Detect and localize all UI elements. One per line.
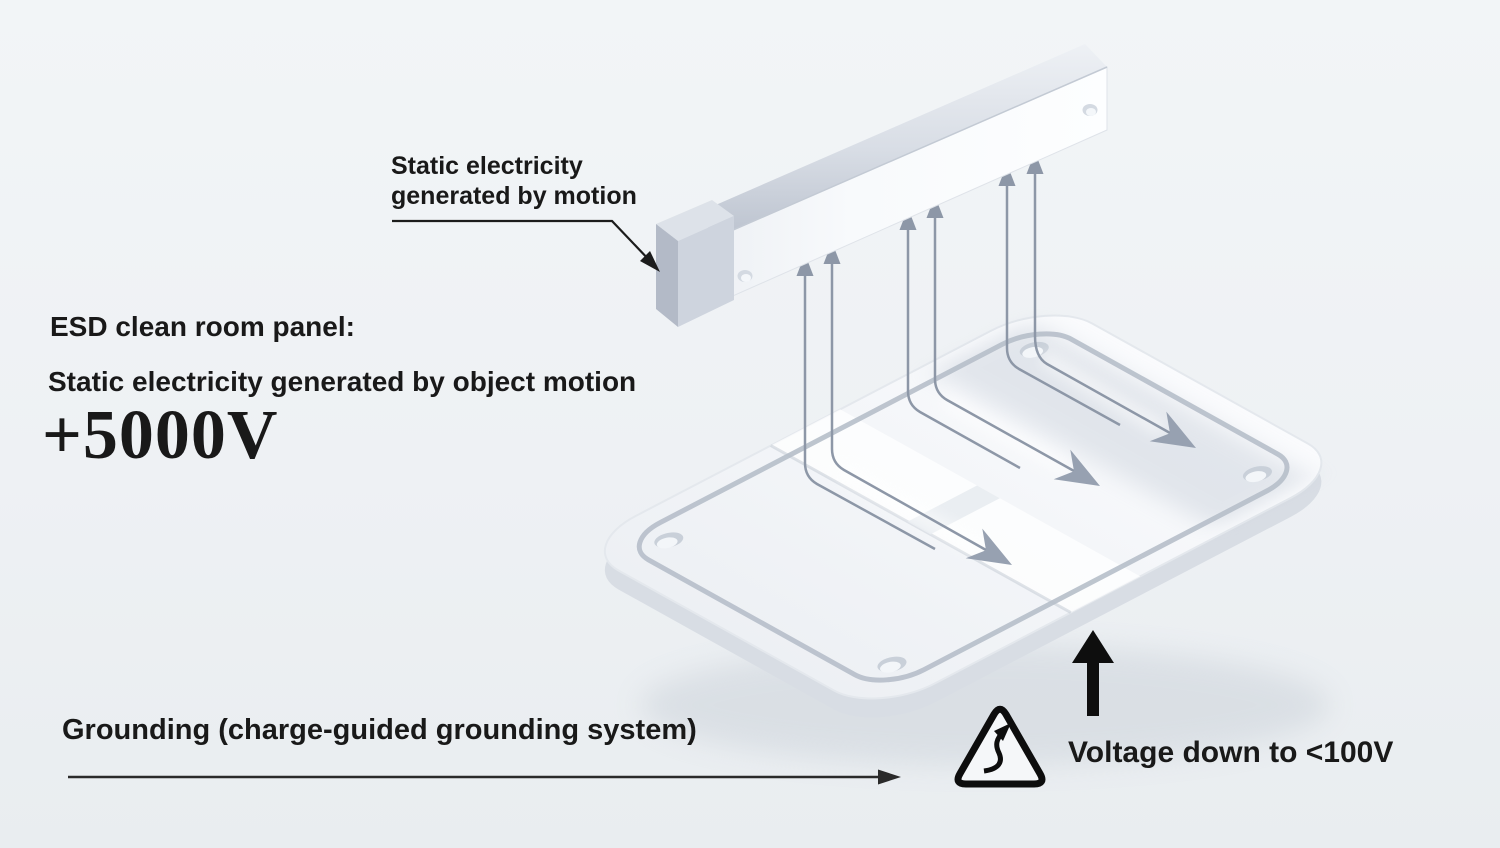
top-label-line1: Static electricity: [391, 152, 583, 180]
thick-up-arrow-icon: [1072, 630, 1114, 716]
esd-warning-triangle-icon: [954, 705, 1046, 788]
flow-line: [830, 264, 987, 552]
flow-line: [1005, 186, 1121, 427]
bar-top-face: [695, 44, 1107, 237]
grounding-label: Grounding (charge-guided grounding syste…: [62, 714, 697, 746]
esd-panel-subheading: Static electricity generated by object m…: [48, 366, 637, 397]
bar-dimples: [737, 104, 1098, 282]
moving-object-bar: [656, 44, 1108, 327]
top-label-leader: [392, 219, 660, 272]
voltage-value: +5000V: [42, 397, 279, 474]
grounding-arrowhead-icon: [878, 769, 901, 785]
bar-end-cap: [656, 200, 734, 327]
up-arrowheads: [796, 152, 1044, 276]
flow-line: [1033, 174, 1171, 435]
flow-line: [933, 218, 1075, 473]
voltage-down-label: Voltage down to <100V: [1068, 736, 1394, 769]
lightning-bolt-icon: [983, 723, 1011, 774]
bar-front-crease: [716, 66, 1108, 238]
top-label-line2: generated by motion: [391, 182, 637, 210]
charge-flow-arrows: [796, 152, 1196, 565]
flow-line: [803, 276, 936, 551]
leader-arrowhead-icon: [640, 251, 660, 272]
panel-ridge-edge: [771, 446, 1071, 613]
static-electricity-motion-label: Static electricity generated by motion: [391, 151, 637, 211]
flow-line: [906, 230, 1021, 470]
grounding-leader: [68, 769, 901, 785]
surface-arrowheads: [965, 411, 1196, 565]
esd-panel-heading: ESD clean room panel:: [50, 311, 355, 342]
